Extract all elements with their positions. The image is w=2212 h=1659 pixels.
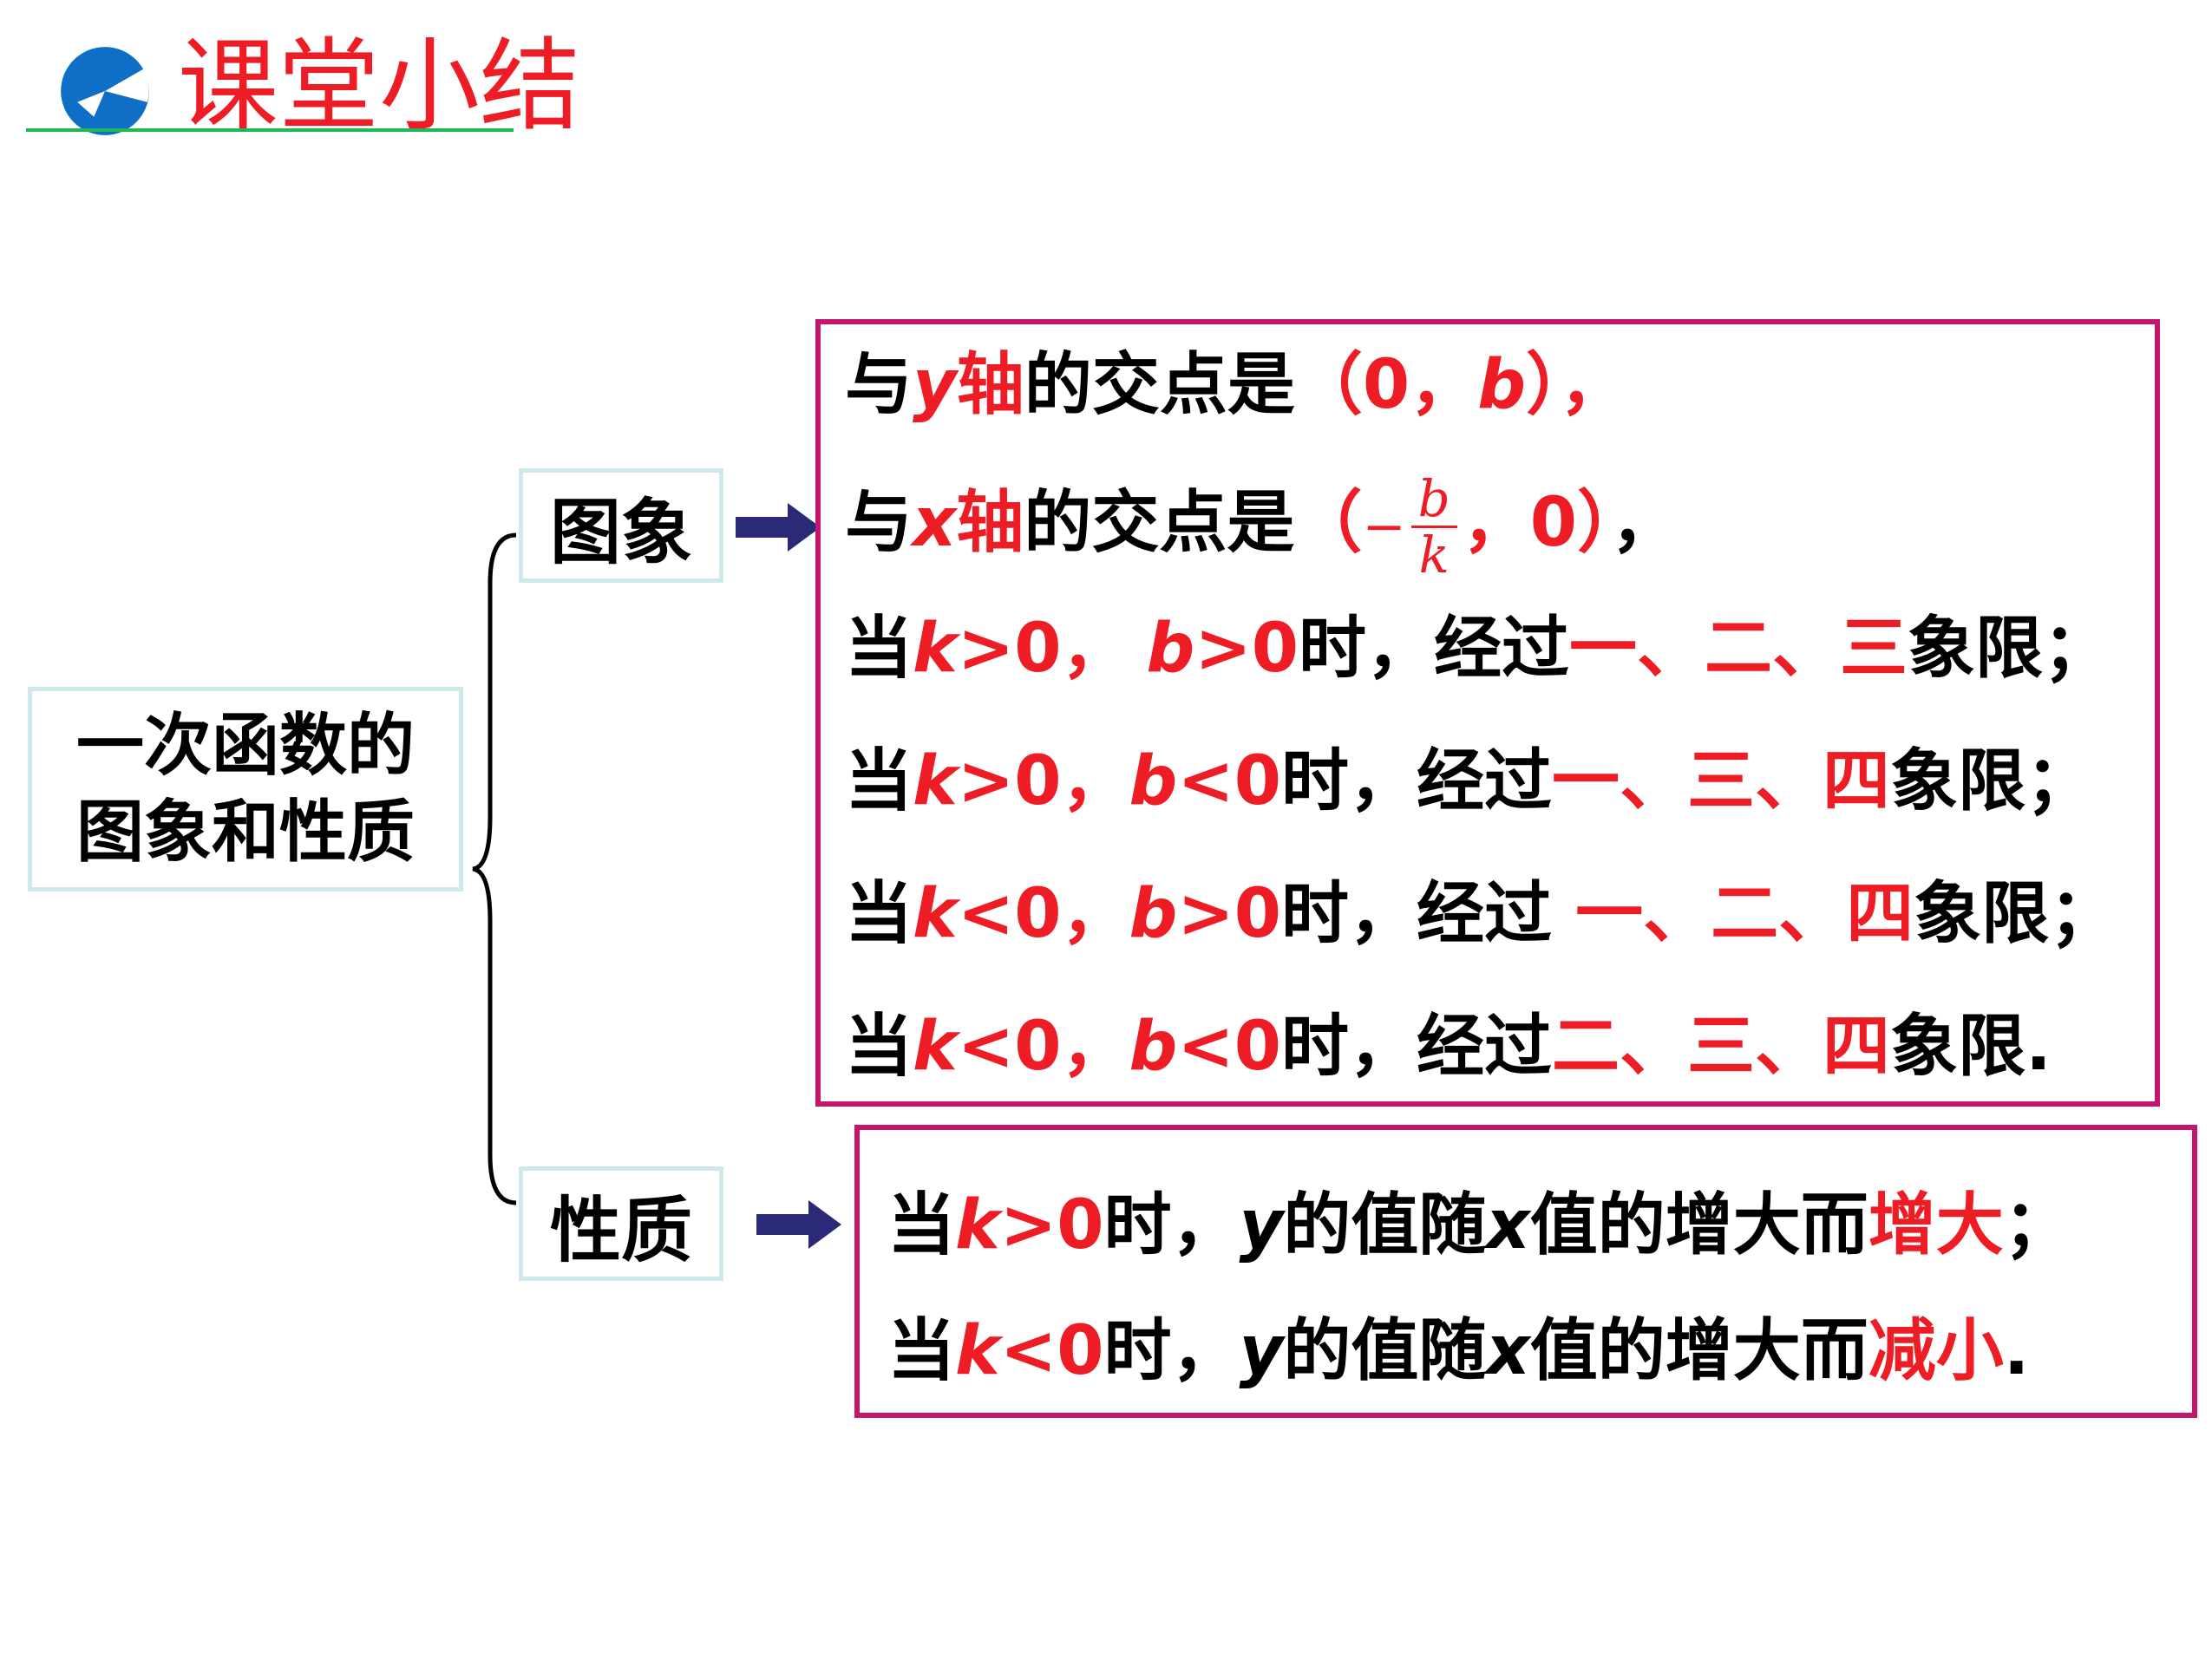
text-segment: 轴 bbox=[956, 346, 1024, 424]
text-segment: 值的增大而 bbox=[1529, 1186, 1868, 1264]
text-segment: <0 bbox=[1177, 1008, 1282, 1086]
text-segment: b bbox=[1129, 1008, 1178, 1086]
text-segment: 的值随 bbox=[1283, 1186, 1487, 1264]
text-segment: 四 bbox=[1846, 875, 1914, 953]
text-segment: k bbox=[955, 1186, 1000, 1264]
quadrant-line-2: 当k>0，b<0时，经过一、三、四象限； bbox=[845, 738, 2093, 825]
slide-title: 课堂小结 bbox=[178, 28, 580, 145]
text-segment: （0， bbox=[1294, 346, 1478, 424]
text-segment: 当 bbox=[845, 610, 913, 688]
text-segment: ）， bbox=[1526, 346, 1628, 424]
text-segment: y bbox=[1239, 1186, 1284, 1264]
text-segment: x bbox=[1486, 1186, 1530, 1264]
text-segment: . bbox=[2003, 1312, 2030, 1390]
curly-brace bbox=[472, 532, 517, 1205]
text-segment: 的值随 bbox=[1283, 1312, 1487, 1390]
decreasing-line: 当k<0时，y的值随x值的增大而减小. bbox=[887, 1308, 2029, 1394]
text-segment: k bbox=[913, 1008, 958, 1086]
text-segment: 时， bbox=[1103, 1312, 1240, 1390]
text-segment: >0 bbox=[999, 1186, 1104, 1264]
text-segment: 一、三、 bbox=[1552, 742, 1823, 820]
branch-image: 图象 bbox=[519, 468, 723, 583]
text-segment: <0 bbox=[999, 1312, 1104, 1390]
quadrant-line-3: 当k<0，b>0时，经过 一、二、四象限； bbox=[845, 871, 2117, 957]
text-segment: >0 bbox=[1194, 610, 1299, 688]
text-segment: 当 bbox=[887, 1312, 956, 1390]
text-segment: >0 bbox=[1177, 875, 1282, 953]
text-segment: k bbox=[1418, 526, 1450, 585]
text-segment: ； bbox=[2003, 1186, 2071, 1264]
text-segment: 的交点是 bbox=[1024, 483, 1295, 562]
text-segment: 减小 bbox=[1868, 1312, 2004, 1390]
text-segment: 时， bbox=[1103, 1186, 1240, 1264]
text-segment: b bbox=[1477, 346, 1527, 424]
text-segment: （ bbox=[1294, 483, 1363, 562]
text-segment: 当 bbox=[845, 875, 913, 953]
text-segment: <0， bbox=[957, 1008, 1129, 1086]
text-segment: 象限； bbox=[1890, 742, 2094, 820]
text-segment: 与 bbox=[845, 346, 913, 424]
text-segment: 当 bbox=[845, 1008, 913, 1086]
text-segment: 增大 bbox=[1868, 1186, 2004, 1264]
text-segment: k bbox=[913, 742, 958, 820]
arrow-right-icon bbox=[736, 503, 821, 552]
text-segment: 轴 bbox=[956, 483, 1024, 562]
text-segment: k bbox=[913, 610, 958, 688]
pie-chart-icon bbox=[61, 47, 149, 135]
text-segment: ，0） bbox=[1462, 483, 1612, 562]
text-segment: 四 bbox=[1823, 742, 1891, 820]
text-segment: b bbox=[1410, 472, 1457, 528]
text-segment: 的交点是 bbox=[1024, 346, 1295, 424]
text-segment: b bbox=[1146, 610, 1195, 688]
text-segment: <0 bbox=[1177, 742, 1282, 820]
text-segment: k bbox=[913, 875, 958, 953]
text-segment: b bbox=[1129, 742, 1178, 820]
text-segment: − bbox=[1362, 496, 1406, 558]
text-segment: <0， bbox=[957, 875, 1129, 953]
text-segment: x bbox=[913, 483, 957, 562]
quadrant-line-1: 当k>0，b>0时，经过一、二、三象限； bbox=[845, 605, 2111, 692]
text-segment: 当 bbox=[887, 1186, 956, 1264]
monotonicity-box: 当k>0时，y的值随x值的增大而增大； 当k<0时，y的值随x值的增大而减小. bbox=[854, 1125, 2197, 1418]
increasing-line: 当k>0时，y的值随x值的增大而增大； bbox=[887, 1182, 2071, 1269]
text-segment: 值的增大而 bbox=[1529, 1312, 1868, 1390]
root-line-2: 图象和性质 bbox=[75, 794, 415, 872]
root-line-1: 一次函数的 bbox=[75, 707, 415, 785]
text-segment: 象限； bbox=[1908, 610, 2111, 688]
text-segment: 时，经过 bbox=[1299, 610, 1570, 688]
arrow-right-icon bbox=[756, 1200, 841, 1249]
branch-property: 性质 bbox=[519, 1166, 723, 1281]
text-segment: 时，经过 bbox=[1281, 875, 1553, 953]
text-segment: 时，经过 bbox=[1281, 742, 1553, 820]
title-underline bbox=[26, 128, 514, 132]
text-segment: 象限. bbox=[1890, 1008, 2052, 1086]
text-segment: k bbox=[955, 1312, 1000, 1390]
text-segment: x bbox=[1486, 1312, 1530, 1390]
text-segment: y bbox=[1239, 1312, 1284, 1390]
root-node: 一次函数的 图象和性质 bbox=[28, 687, 463, 892]
text-segment: 与 bbox=[845, 483, 913, 562]
text-segment: ， bbox=[1611, 483, 1679, 562]
y-intercept-line: 与y轴的交点是（0，b）， bbox=[845, 342, 1627, 428]
text-segment: >0， bbox=[957, 742, 1129, 820]
text-segment: 一、二、三 bbox=[1569, 610, 1908, 688]
text-segment: 当 bbox=[845, 742, 913, 820]
text-segment: 二、三、 bbox=[1552, 1008, 1823, 1086]
text-segment: 象限； bbox=[1914, 875, 2117, 953]
text-segment: 时，经过 bbox=[1281, 1008, 1553, 1086]
text-segment: 四 bbox=[1823, 1008, 1891, 1086]
text-segment: b bbox=[1129, 875, 1178, 953]
text-segment: y bbox=[913, 346, 957, 424]
text-segment: 一、二、 bbox=[1552, 875, 1847, 953]
quadrant-line-4: 当k<0，b<0时，经过二、三、四象限. bbox=[845, 1003, 2052, 1090]
text-segment: >0， bbox=[957, 610, 1129, 688]
